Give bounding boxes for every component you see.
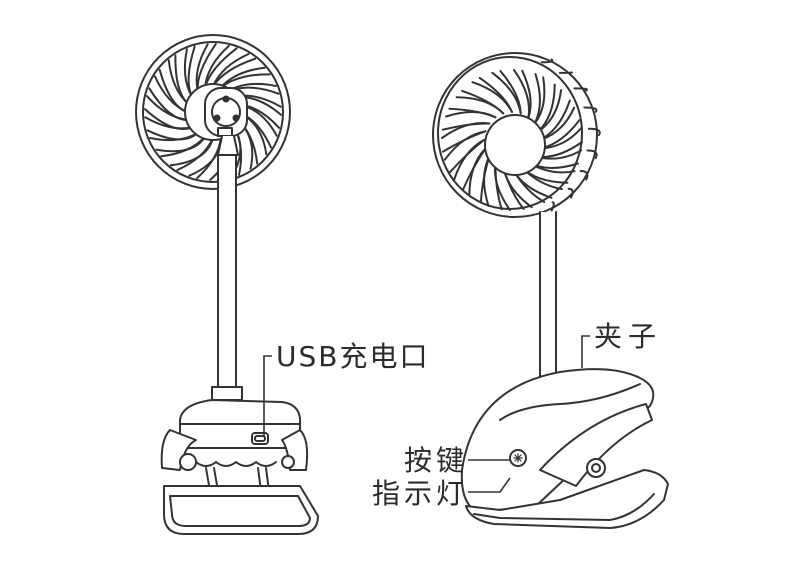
- right-fan-clip: [460, 368, 669, 529]
- rim-fin: [550, 201, 555, 212]
- rim-fin: [579, 170, 589, 181]
- clip-leader: [581, 335, 590, 368]
- rim-fin: [587, 127, 601, 136]
- fan-blade-edge: [533, 76, 546, 125]
- rim-fin: [567, 187, 574, 199]
- rim-fin: [583, 106, 598, 113]
- usb-leader: [263, 355, 272, 436]
- rim-fin: [586, 149, 598, 160]
- left-fan-clip: [160, 399, 319, 535]
- leader-lines: [263, 335, 590, 493]
- right-fan: [432, 52, 669, 529]
- fan-blade-edge: [442, 130, 487, 153]
- rim-fin: [573, 87, 588, 92]
- fan-blade-edge: [144, 108, 193, 130]
- rim-fin: [558, 71, 573, 74]
- left-fan-head: [135, 34, 291, 190]
- fan-blade-edge: [521, 69, 532, 119]
- rim-fin: [540, 58, 554, 64]
- fan-blade-edge: [169, 137, 214, 167]
- right-fan-head: [432, 52, 601, 218]
- button-label: 按键: [404, 444, 469, 477]
- clip-label: 夹子: [594, 320, 663, 353]
- right-fan-hub: [484, 114, 546, 176]
- fan-blade-edge: [146, 129, 199, 141]
- fan-blade-edge: [461, 147, 487, 191]
- fan-blade-edge: [461, 89, 505, 115]
- fan-blade-edge: [478, 76, 513, 113]
- fan-blade-edge: [499, 70, 522, 115]
- fan-blade-edge: [220, 73, 271, 89]
- fan-blade-edge: [448, 139, 485, 174]
- indicator-leader: [468, 477, 511, 493]
- fan-blade-edge: [448, 107, 497, 119]
- left-fan-pole: [217, 154, 237, 388]
- fan-blade-edge: [441, 122, 491, 131]
- fan-blade-edge: [537, 89, 563, 133]
- fan-blade-edge: [155, 135, 206, 153]
- usb-port-label: USB充电口: [276, 340, 430, 373]
- left-fan: [135, 34, 319, 535]
- indicator-label: 指示灯: [372, 477, 469, 510]
